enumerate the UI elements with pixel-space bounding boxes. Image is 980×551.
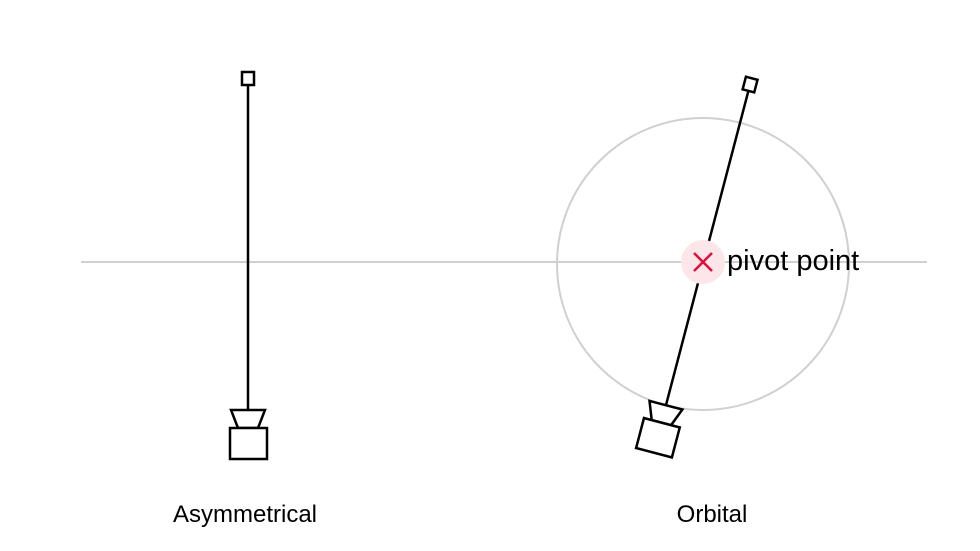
orbit-circle xyxy=(556,117,850,411)
orbital-target-marker xyxy=(741,75,760,94)
asymmetrical-caption: Asymmetrical xyxy=(173,501,317,528)
pivot-point-label: pivot point xyxy=(727,245,859,277)
asymmetrical-target-marker xyxy=(240,70,256,87)
orbital-camera-icon xyxy=(634,416,682,459)
asymmetrical-camera-icon xyxy=(228,426,269,461)
pivot-cross-icon xyxy=(693,252,713,272)
orbital-caption: Orbital xyxy=(677,501,748,528)
pivot-marker xyxy=(681,240,725,284)
asymmetrical-rig xyxy=(228,70,269,461)
asymmetrical-lens-icon xyxy=(229,408,267,430)
